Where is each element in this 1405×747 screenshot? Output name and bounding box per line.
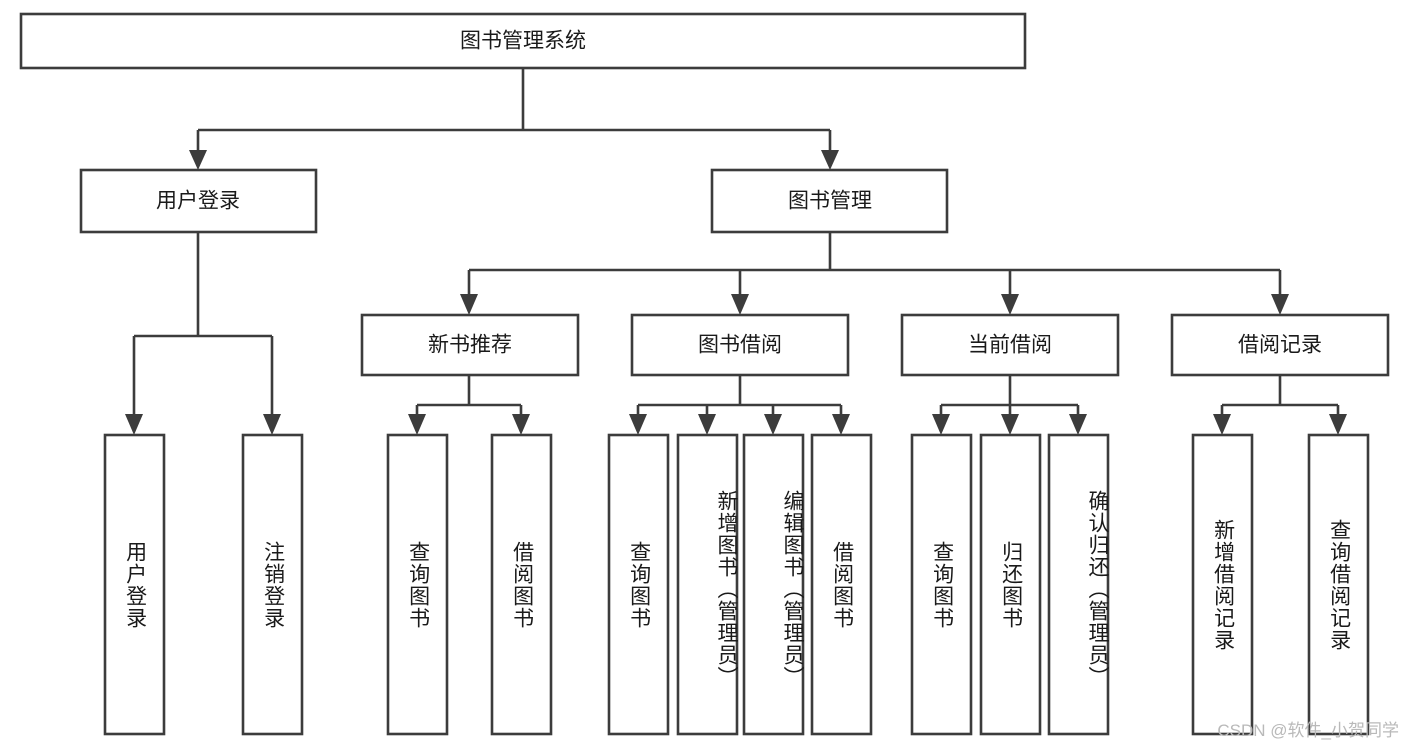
- leaf-box[interactable]: [1307, 433, 1370, 736]
- arrow-down-icon: [1271, 294, 1289, 315]
- node-user-login[interactable]: 用户登录: [79, 168, 318, 234]
- connector-root-to-level2: [189, 68, 839, 170]
- arrow-down-icon: [125, 414, 143, 435]
- leaf-label-borrow-book: 借阅图书: [830, 540, 854, 629]
- leaf-box[interactable]: [910, 433, 973, 736]
- leaf-label-query-borrow-record: 查询借阅记录: [1327, 518, 1351, 651]
- leaf-box[interactable]: [103, 433, 166, 736]
- arrow-down-icon: [698, 414, 716, 435]
- node-user-login-label: 用户登录: [156, 190, 240, 213]
- arrow-down-icon: [1069, 414, 1087, 435]
- arrow-down-icon: [1001, 414, 1019, 435]
- leaf-label-query-book-current: 查询图书: [930, 540, 954, 629]
- connector-book-borrow-to-leaves: [629, 375, 850, 435]
- arrow-down-icon: [629, 414, 647, 435]
- leaf-box[interactable]: [676, 433, 739, 736]
- leaf-label-return-book: 归还图书: [999, 540, 1023, 629]
- node-book-management[interactable]: 图书管理: [710, 168, 949, 234]
- arrow-down-icon: [821, 150, 839, 170]
- watermark: CSDN @软件_小贺同学: [1217, 721, 1399, 740]
- node-current-borrow-label: 当前借阅: [968, 334, 1052, 357]
- connector-new-book-recommend-to-leaves: [408, 375, 530, 435]
- arrow-down-icon: [1213, 414, 1231, 435]
- arrow-down-icon: [764, 414, 782, 435]
- leaf-box[interactable]: [1191, 433, 1254, 736]
- connector-book-management-to-level3: [460, 232, 1289, 315]
- arrow-down-icon: [408, 414, 426, 435]
- leaf-box[interactable]: [979, 433, 1042, 736]
- node-book-borrow-label: 图书借阅: [698, 334, 782, 357]
- leaf-box[interactable]: [241, 433, 304, 736]
- arrow-down-icon: [263, 414, 281, 435]
- connector-current-borrow-to-leaves: [932, 375, 1087, 435]
- leaf-label-user-login: 用户登录: [123, 540, 147, 629]
- arrow-down-icon: [932, 414, 950, 435]
- arrow-down-icon: [832, 414, 850, 435]
- node-new-book-recommend[interactable]: 新书推荐: [360, 313, 580, 377]
- leaf-boxes: [103, 433, 1370, 736]
- leaf-label-logout: 注销登录: [261, 540, 285, 629]
- leaf-label-add-book-admin: 新增图书（管理员）: [715, 489, 738, 688]
- arrow-down-icon: [189, 150, 207, 170]
- leaf-label-borrow-book-recommend: 借阅图书: [510, 540, 534, 629]
- node-book-management-label: 图书管理: [788, 190, 872, 213]
- leaf-box[interactable]: [490, 433, 553, 736]
- leaf-box[interactable]: [607, 433, 670, 736]
- arrow-down-icon: [1001, 294, 1019, 315]
- node-new-book-recommend-label: 新书推荐: [428, 334, 512, 357]
- node-current-borrow[interactable]: 当前借阅: [900, 313, 1120, 377]
- leaf-box[interactable]: [1047, 433, 1110, 736]
- leaf-box[interactable]: [386, 433, 449, 736]
- leaf-box[interactable]: [742, 433, 805, 736]
- leaf-label-query-book-recommend: 查询图书: [406, 540, 430, 629]
- node-borrow-record[interactable]: 借阅记录: [1170, 313, 1390, 377]
- node-root[interactable]: 图书管理系统: [19, 12, 1027, 70]
- connector-user-login-to-leaves: [125, 232, 281, 435]
- node-borrow-record-label: 借阅记录: [1238, 334, 1322, 357]
- arrow-down-icon: [1329, 414, 1347, 435]
- leaf-label-add-borrow-record: 新增借阅记录: [1211, 518, 1235, 651]
- node-root-label: 图书管理系统: [460, 30, 586, 53]
- leaf-label-confirm-return-admin: 确认归还（管理员）: [1086, 489, 1109, 688]
- connector-borrow-record-to-leaves: [1213, 375, 1347, 435]
- node-book-borrow[interactable]: 图书借阅: [630, 313, 850, 377]
- leaf-box[interactable]: [810, 433, 873, 736]
- leaf-label-edit-book-admin: 编辑图书（管理员）: [781, 489, 804, 688]
- arrow-down-icon: [731, 294, 749, 315]
- leaf-label-query-book-borrow: 查询图书: [627, 540, 651, 629]
- arrow-down-icon: [512, 414, 530, 435]
- arrow-down-icon: [460, 294, 478, 315]
